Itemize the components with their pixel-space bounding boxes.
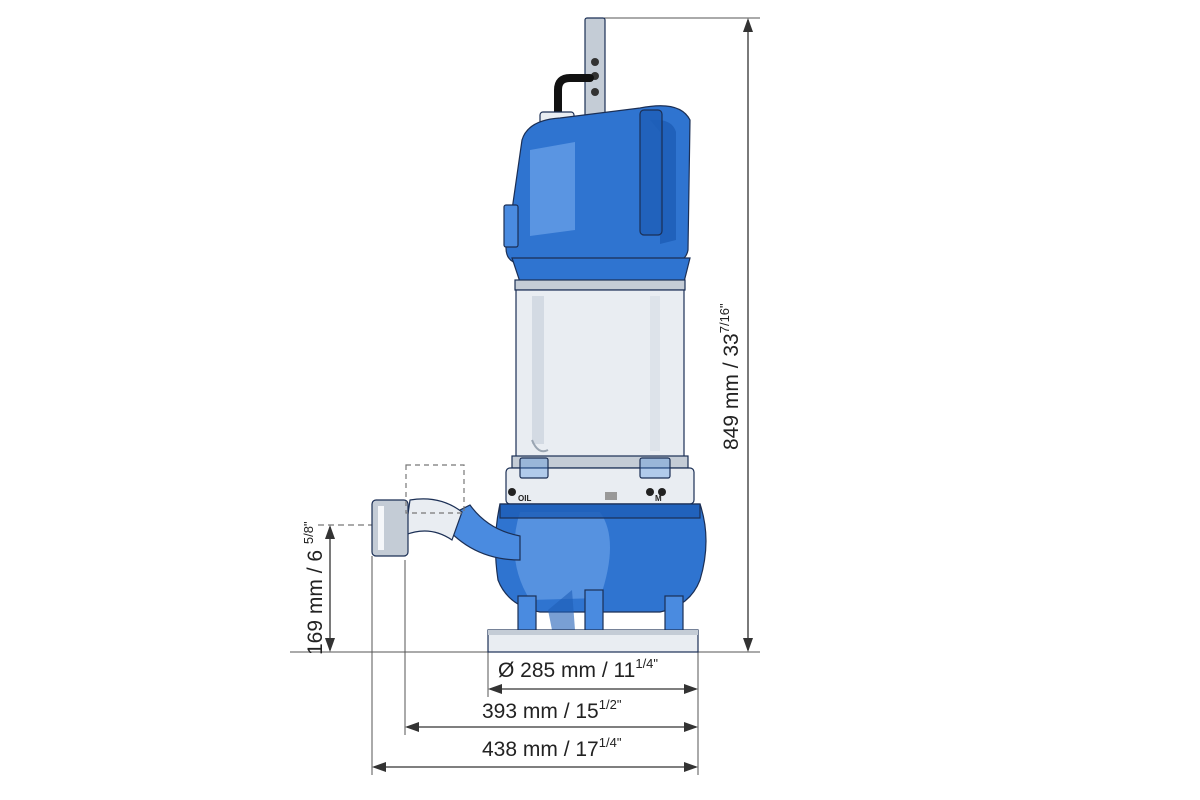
- svg-text:849 mm / 337/16": 849 mm / 337/16": [717, 303, 743, 450]
- motor-label: M: [655, 494, 662, 503]
- outlet-height-frac: 5/8: [301, 526, 316, 544]
- pump-illustration: OIL M: [371, 17, 707, 653]
- base-diameter-frac: 1/4: [635, 656, 653, 671]
- height-total-label: 849 mm / 337/16": [717, 303, 743, 450]
- svg-text:169 mm / 6 5/8": 169 mm / 6 5/8": [301, 521, 327, 655]
- height-total-suffix: ": [717, 303, 732, 308]
- width-438-label: 438 mm / 171/4": [482, 735, 622, 761]
- base-diameter-label: Ø 285 mm / 111/4": [498, 656, 658, 682]
- width-438-main: 438 mm / 17: [482, 738, 599, 761]
- height-total-frac: 7/16: [717, 308, 732, 333]
- outlet-height-main: 169 mm / 6: [304, 544, 327, 655]
- width-393-main: 393 mm / 15: [482, 700, 599, 723]
- outlet-height-label: 169 mm / 6 5/8": [301, 521, 327, 655]
- width-393-frac: 1/2: [599, 697, 617, 712]
- width-438-suffix: ": [617, 735, 622, 750]
- oil-label: OIL: [518, 494, 531, 503]
- base-diameter-main: Ø 285 mm / 11: [498, 659, 635, 682]
- base-diameter-suffix: ": [653, 656, 658, 671]
- outlet-height-suffix: ": [301, 521, 316, 526]
- width-393-label: 393 mm / 151/2": [482, 697, 622, 723]
- width-438-frac: 1/4: [599, 735, 617, 750]
- height-total-main: 849 mm / 33: [720, 333, 743, 450]
- width-393-suffix: ": [617, 697, 622, 712]
- dimension-labels: 849 mm / 337/16" 169 mm / 6 5/8" Ø 285 m…: [301, 303, 743, 761]
- dimension-lines: [290, 17, 760, 775]
